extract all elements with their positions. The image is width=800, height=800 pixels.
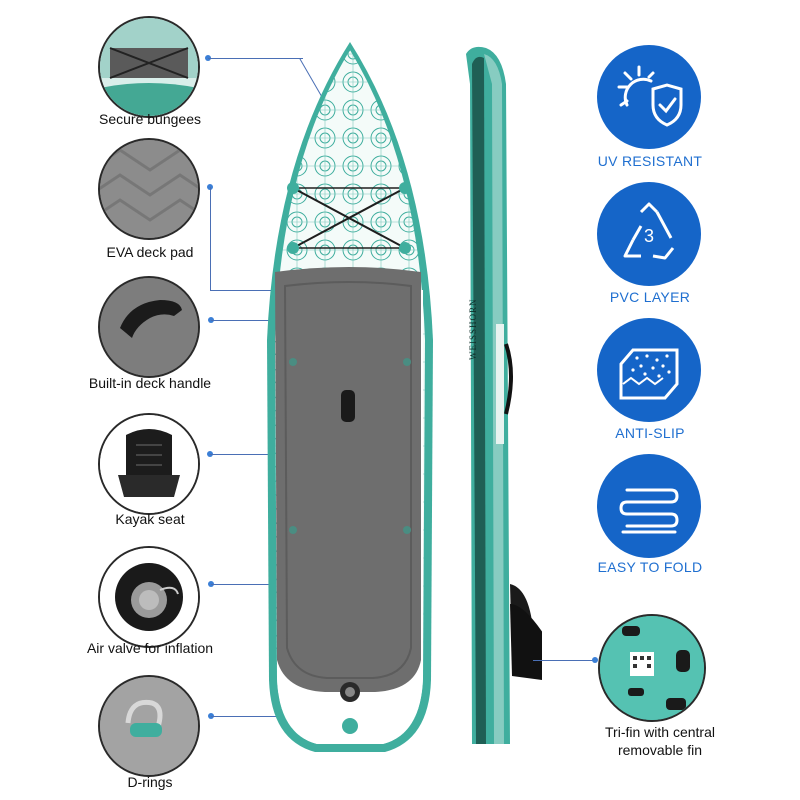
deck-handle-photo-icon bbox=[100, 278, 198, 376]
brand-text: WEISSHORN bbox=[468, 298, 478, 360]
badge-label-fold: EASY TO FOLD bbox=[597, 559, 703, 575]
eva-photo bbox=[98, 138, 200, 240]
eva-deck-pad-photo-icon bbox=[100, 140, 198, 238]
feature-label-handle: Built-in deck handle bbox=[88, 375, 212, 391]
board-side-view bbox=[466, 46, 542, 745]
d-ring-photo-icon bbox=[100, 677, 198, 775]
recycle-3-icon: 3 bbox=[623, 202, 675, 260]
feature-label-bungees: Secure bungees bbox=[99, 111, 201, 127]
connector-line bbox=[533, 660, 595, 661]
connector-line bbox=[208, 58, 303, 59]
bungee-deck-photo-icon bbox=[100, 18, 198, 116]
connector-line bbox=[210, 187, 211, 290]
badge-label-uv: UV RESISTANT bbox=[597, 153, 703, 169]
seat-photo bbox=[98, 413, 200, 515]
easy-fold-badge bbox=[597, 454, 701, 558]
fin-label-line1: Tri-fin with central bbox=[605, 724, 715, 740]
feature-label-drings: D-rings bbox=[127, 774, 173, 790]
feature-label-valve: Air valve for inflation bbox=[86, 640, 214, 656]
fin-label-line2: removable fin bbox=[617, 742, 703, 758]
badge-label-pvc: PVC LAYER bbox=[609, 289, 691, 305]
valve-photo bbox=[98, 546, 200, 648]
board-top-view bbox=[267, 42, 433, 752]
drings-photo bbox=[98, 675, 200, 777]
fin-box-photo bbox=[598, 614, 706, 722]
feature-label-eva: EVA deck pad bbox=[106, 244, 194, 260]
air-valve-photo-icon bbox=[100, 548, 198, 646]
svg-text:3: 3 bbox=[644, 226, 654, 246]
kayak-seat-photo-icon bbox=[100, 415, 198, 513]
anti-slip-badge bbox=[597, 318, 701, 422]
feature-label-seat: Kayak seat bbox=[115, 511, 185, 527]
bungees-photo bbox=[98, 16, 200, 118]
folded-layers-icon bbox=[619, 488, 679, 534]
uv-resistant-badge bbox=[597, 45, 701, 149]
fin-box-photo-icon bbox=[600, 616, 704, 720]
pvc-layer-badge: 3 bbox=[597, 182, 701, 286]
textured-mat-icon bbox=[619, 348, 679, 400]
handle-photo bbox=[98, 276, 200, 378]
badge-label-antislip: ANTI-SLIP bbox=[615, 425, 685, 441]
connector-dot bbox=[592, 657, 598, 663]
sun-shield-icon bbox=[617, 65, 683, 127]
